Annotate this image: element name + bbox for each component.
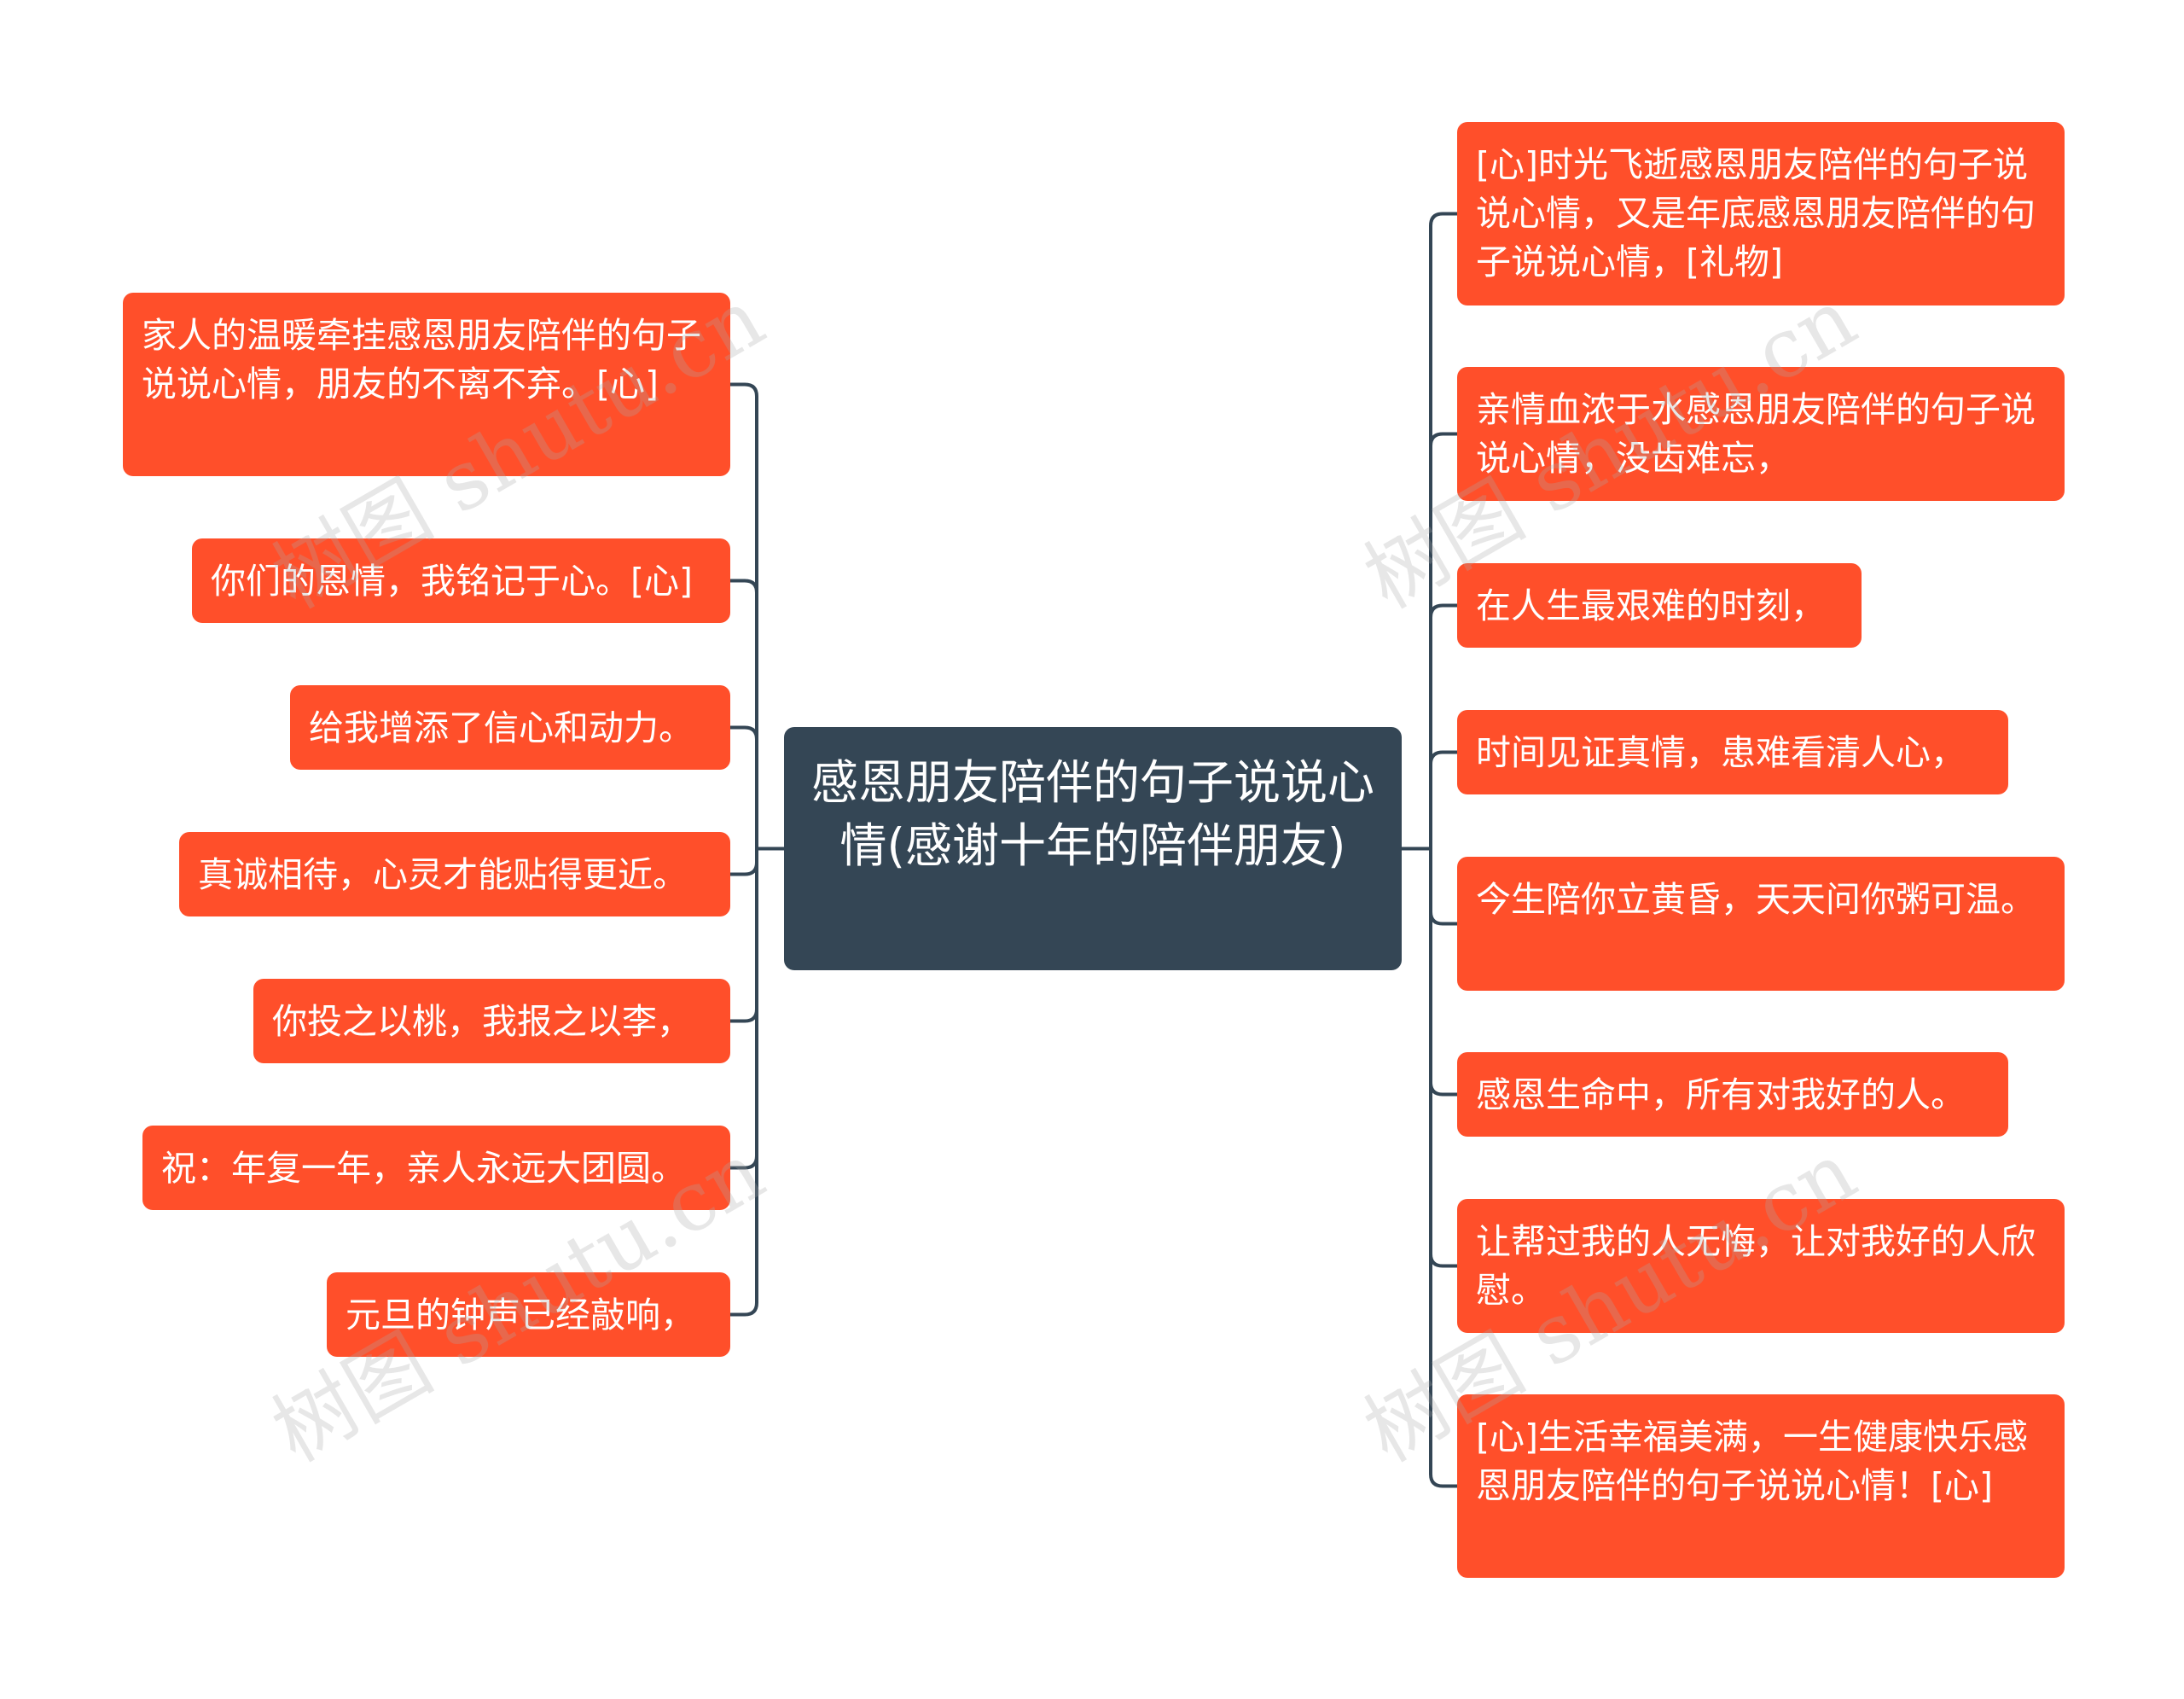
connector-right-6 — [1429, 848, 1457, 1097]
right-node-1[interactable]: [心]时光飞逝感恩朋友陪伴的句子说说心情，又是年底感恩朋友陪伴的句子说说心情，[… — [1457, 122, 2065, 305]
connector-left-2 — [730, 579, 758, 849]
right-node-8[interactable]: [心]生活幸福美满，一生健康快乐感恩朋友陪伴的句子说说心情！[心] — [1457, 1394, 2065, 1578]
right-node-3[interactable]: 在人生最艰难的时刻， — [1457, 563, 1862, 648]
connector-left-7 — [730, 848, 758, 1317]
central-topic[interactable]: 感恩朋友陪伴的句子说说心情(感谢十年的陪伴朋友) — [784, 727, 1402, 970]
left-node-6[interactable]: 祝：年复一年，亲人永远大团圆。 — [142, 1126, 730, 1210]
connector-right-1 — [1429, 212, 1457, 849]
connector-left-4 — [730, 848, 758, 876]
connector-left-3 — [730, 725, 758, 849]
left-node-5[interactable]: 你投之以桃，我报之以李， — [253, 979, 730, 1063]
connector-right-7 — [1429, 848, 1457, 1268]
connector-left-1 — [730, 382, 758, 849]
left-node-3[interactable]: 给我增添了信心和动力。 — [290, 685, 730, 770]
right-node-7[interactable]: 让帮过我的人无悔，让对我好的人欣慰。 — [1457, 1199, 2065, 1333]
connector-right-8 — [1429, 848, 1457, 1488]
right-node-6[interactable]: 感恩生命中，所有对我好的人。 — [1457, 1052, 2008, 1137]
left-node-4[interactable]: 真诚相待，心灵才能贴得更近。 — [179, 832, 730, 916]
connector-right-5 — [1429, 848, 1457, 926]
right-node-4[interactable]: 时间见证真情，患难看清人心， — [1457, 710, 2008, 794]
left-node-7[interactable]: 元旦的钟声已经敲响， — [327, 1272, 730, 1357]
left-node-1[interactable]: 家人的温暖牵挂感恩朋友陪伴的句子说说心情，朋友的不离不弃。[心] — [123, 293, 730, 476]
connector-right-4 — [1429, 750, 1457, 849]
connector-right-2 — [1429, 432, 1457, 849]
right-node-5[interactable]: 今生陪你立黄昏，天天问你粥可温。 — [1457, 857, 2065, 991]
right-node-2[interactable]: 亲情血浓于水感恩朋友陪伴的句子说说心情，没齿难忘， — [1457, 367, 2065, 501]
left-node-2[interactable]: 你们的恩情，我铭记于心。[心] — [192, 538, 730, 623]
connector-left-6 — [730, 848, 758, 1170]
connector-right-3 — [1429, 603, 1457, 849]
